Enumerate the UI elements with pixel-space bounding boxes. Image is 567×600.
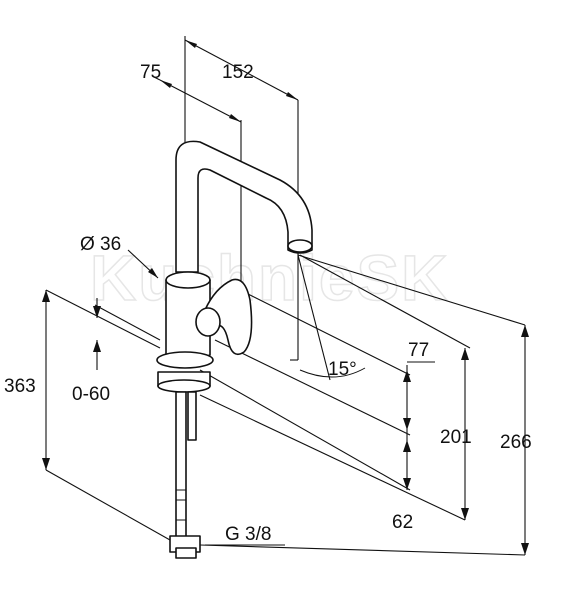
lever-handle	[204, 278, 253, 356]
column-top	[165, 271, 211, 289]
threaded-rod	[187, 391, 197, 441]
dimension-lines	[45, 36, 526, 556]
supply-hose-left	[175, 391, 187, 541]
dim-connection: G 3/8	[225, 524, 271, 545]
dimension-labels: 152 75 Ø 36 363 0-60 15° 77 201 266 62 G…	[4, 62, 532, 545]
dim-height-total: 363	[4, 376, 36, 397]
dim-handle-height: 77	[408, 340, 429, 361]
dim-overall-height: 266	[500, 432, 532, 453]
dim-body-offset: 75	[140, 62, 161, 83]
spout-outlet	[287, 239, 313, 253]
hose-nut	[175, 547, 197, 559]
arrowheads	[42, 40, 529, 555]
dim-base-height: 62	[392, 512, 413, 533]
handle-hub	[195, 307, 221, 337]
dim-spout-reach: 152	[222, 62, 254, 83]
watermark: KuchnieSK	[90, 242, 449, 314]
mounting-nut	[157, 379, 211, 393]
spout	[175, 140, 313, 273]
dim-body-diameter: Ø 36	[80, 234, 121, 255]
base-ring	[156, 351, 214, 369]
faucet	[156, 140, 313, 559]
dim-deck-thickness: 0-60	[72, 384, 110, 405]
dim-spout-height: 201	[440, 427, 472, 448]
dim-handle-angle: 15°	[328, 359, 357, 380]
